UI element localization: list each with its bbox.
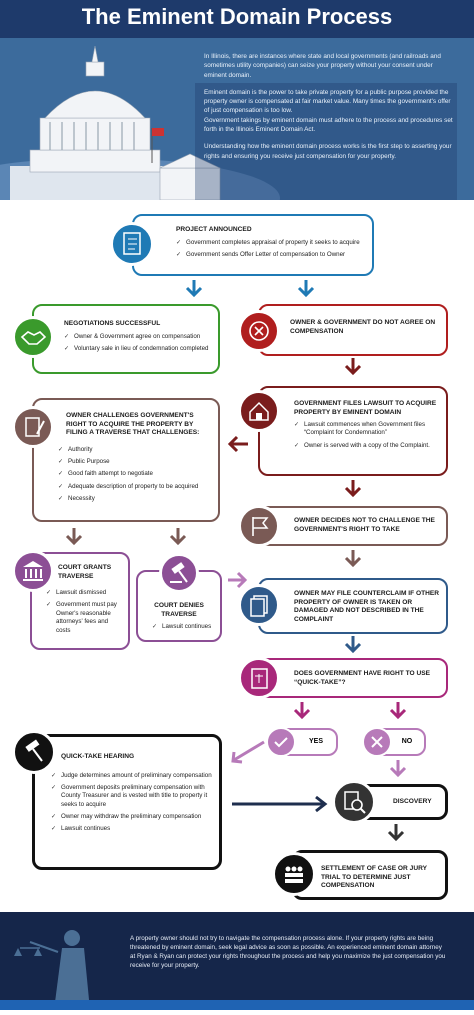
arrow-down-icon (293, 702, 311, 720)
footer-bar (0, 1000, 474, 1010)
gavel-hand-icon (12, 730, 56, 774)
step-quick-take-question: DOES GOVERNMENT HAVE RIGHT TO USE “QUICK… (258, 658, 448, 698)
list-item: Owner is served with a copy of the Compl… (294, 442, 440, 450)
footer-banner (0, 912, 474, 1010)
document-checklist-icon (110, 222, 154, 266)
list-item: Authority (58, 446, 218, 454)
step-title: DOES GOVERNMENT HAVE RIGHT TO USE “QUICK… (294, 670, 431, 686)
hearing-list: Judge determines amount of preliminary c… (51, 772, 213, 834)
step-title: PROJECT ANNOUNCED (176, 226, 252, 233)
law-book-icon (238, 657, 280, 699)
list-item: Lawsuit dismissed (46, 589, 124, 597)
arrow-right-icon (232, 795, 328, 813)
documents-icon (238, 584, 280, 626)
flag-icon (238, 505, 280, 547)
list-item: Owner & Government agree on compensation (64, 333, 212, 341)
arrow-down-icon (389, 702, 407, 720)
step-title: DISCOVERY (393, 798, 432, 805)
lady-justice-icon (0, 912, 474, 1010)
arrow-down-icon (389, 760, 407, 778)
contract-pen-icon (12, 406, 54, 448)
denies-list: Lawsuit continues (152, 623, 220, 631)
step-title: QUICK-TAKE HEARING (61, 753, 135, 760)
arrow-down-icon (344, 636, 362, 654)
arrow-down-icon (344, 358, 362, 376)
list-item: Public Purpose (58, 458, 218, 466)
intro-paragraph: Understanding how the eminent domain pro… (204, 143, 452, 160)
challenge-list: Authority Public Purpose Good faith atte… (58, 446, 218, 504)
handshake-icon (12, 316, 54, 358)
list-item: Government sends Offer Letter of compens… (176, 251, 364, 259)
hero-banner (0, 38, 474, 200)
step-no-agreement: OWNER & GOVERNMENT DO NOT AGREE ON COMPE… (258, 304, 448, 356)
list-item: Lawsuit continues (51, 825, 213, 833)
step-lawsuit: GOVERNMENT FILES LAWSUIT TO ACQUIRE PROP… (258, 386, 448, 476)
list-item: Owner may withdraw the preliminary compe… (51, 813, 213, 821)
courthouse-icon (12, 550, 54, 592)
step-title: COURT GRANTS TRAVERSE (58, 564, 112, 580)
answer-label: NO (401, 738, 413, 745)
gavel-icon (159, 553, 199, 593)
x-icon (362, 727, 392, 757)
step-title: OWNER CHALLENGES GOVERNMENT'S RIGHT TO A… (66, 412, 200, 437)
arrow-right-icon (228, 571, 248, 589)
step-quick-take-hearing: QUICK-TAKE HEARING Judge determines amou… (32, 734, 222, 870)
arrow-down-icon (185, 280, 203, 298)
magnifier-document-icon (332, 780, 376, 824)
intro-text: In Illinois, there are instances where s… (204, 52, 454, 169)
list-item: Government completes appraisal of proper… (176, 239, 364, 247)
arrow-down-icon (65, 528, 83, 546)
list-item: Voluntary sale in lieu of condemnation c… (64, 345, 212, 353)
arrow-down-icon (344, 480, 362, 498)
list-item: Lawsuit continues (152, 623, 220, 631)
header-bar (0, 0, 474, 38)
step-project-announced: PROJECT ANNOUNCED Government completes a… (132, 214, 374, 276)
list-item: Good faith attempt to negotiate (58, 470, 218, 478)
footer-text: A property owner should not try to navig… (130, 935, 446, 970)
step-court-denies-traverse: COURT DENIES TRAVERSE Lawsuit continues (136, 570, 222, 642)
intro-paragraph: In Illinois, there are instances where s… (204, 53, 441, 79)
step-title: OWNER & GOVERNMENT DO NOT AGREE ON COMPE… (290, 319, 436, 335)
list-item: Necessity (58, 495, 218, 503)
list-item: Government must pay Owner's reasonable a… (46, 601, 124, 634)
page-title: The Eminent Domain Process (81, 4, 393, 29)
check-icon (266, 727, 296, 757)
step-title: NEGOTIATIONS SUCCESSFUL (64, 320, 161, 327)
answer-label: YES (308, 738, 323, 745)
intro-paragraph: Eminent domain is the power to take priv… (204, 88, 451, 115)
capitol-dome-icon (0, 38, 474, 200)
step-title: OWNER MAY FILE COUNTERCLAIM IF OTHER PRO… (294, 590, 440, 623)
grants-list: Lawsuit dismissed Government must pay Ow… (46, 589, 124, 635)
step-counterclaim: OWNER MAY FILE COUNTERCLAIM IF OTHER PRO… (258, 578, 448, 634)
arrow-left-icon (227, 435, 248, 453)
arrow-down-icon (297, 280, 315, 298)
intro-paragraph: Government takings by eminent domain mus… (204, 116, 453, 133)
step-settlement: SETTLEMENT OF CASE OR JURY TRIAL TO DETE… (292, 850, 448, 900)
arrow-down-left-icon (231, 740, 265, 764)
arrow-down-icon (387, 824, 405, 842)
step-title: SETTLEMENT OF CASE OR JURY TRIAL TO DETE… (321, 865, 427, 890)
step-title: OWNER DECIDES NOT TO CHALLENGE THE GOVER… (294, 517, 435, 533)
step-title: COURT DENIES TRAVERSE (154, 602, 204, 618)
x-mark-icon (238, 310, 280, 352)
list-item: Adequate description of property to be a… (58, 483, 218, 491)
list-item: Lawsuit commences when Government files … (294, 421, 440, 438)
arrow-down-icon (169, 528, 187, 546)
arrow-down-icon (344, 550, 362, 568)
step-negotiations-successful: NEGOTIATIONS SUCCESSFUL Owner & Governme… (32, 304, 220, 374)
jury-icon (272, 852, 316, 896)
house-gavel-icon (238, 390, 280, 432)
step-title: GOVERNMENT FILES LAWSUIT TO ACQUIRE PROP… (294, 400, 437, 416)
list-item: Government deposits preliminary compensa… (51, 784, 213, 809)
step-decides-not-to-challenge: OWNER DECIDES NOT TO CHALLENGE THE GOVER… (258, 506, 448, 546)
list-item: Judge determines amount of preliminary c… (51, 772, 213, 780)
step-owner-challenges: OWNER CHALLENGES GOVERNMENT'S RIGHT TO A… (32, 398, 220, 522)
